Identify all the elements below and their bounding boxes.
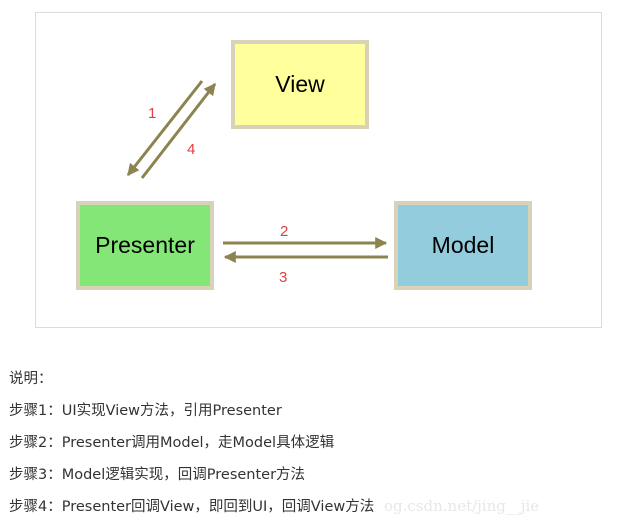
model-node: Model [394, 201, 532, 290]
description-block: 说明： 步骤1：UI实现View方法，引用Presenter 步骤2：Prese… [9, 368, 374, 528]
step-label-2: 2 [280, 223, 289, 240]
step-label-4: 4 [187, 141, 196, 158]
step-label-1: 1 [148, 105, 157, 122]
arrow-view-to-presenter [126, 80, 204, 176]
presenter-node-label: Presenter [95, 232, 195, 258]
step-label-3: 3 [279, 269, 288, 286]
diagram-frame [35, 12, 602, 328]
watermark: og.csdn.net/jing__jie [384, 497, 540, 515]
step-description-3: 步骤3：Model逻辑实现，回调Presenter方法 [9, 467, 306, 483]
step-description-4: 步骤4：Presenter回调View，即回到UI，回调View方法 [9, 499, 375, 515]
step-description-1: 步骤1：UI实现View方法，引用Presenter [9, 403, 282, 419]
presenter-node: Presenter [76, 201, 214, 290]
model-node-label: Model [431, 232, 495, 258]
arrow-presenter-to-view [140, 83, 217, 179]
view-node-label: View [275, 71, 325, 97]
view-node: View [231, 40, 369, 129]
step-description-2: 步骤2：Presenter调用Model，走Model具体逻辑 [9, 435, 335, 451]
description-heading: 说明： [9, 371, 53, 387]
